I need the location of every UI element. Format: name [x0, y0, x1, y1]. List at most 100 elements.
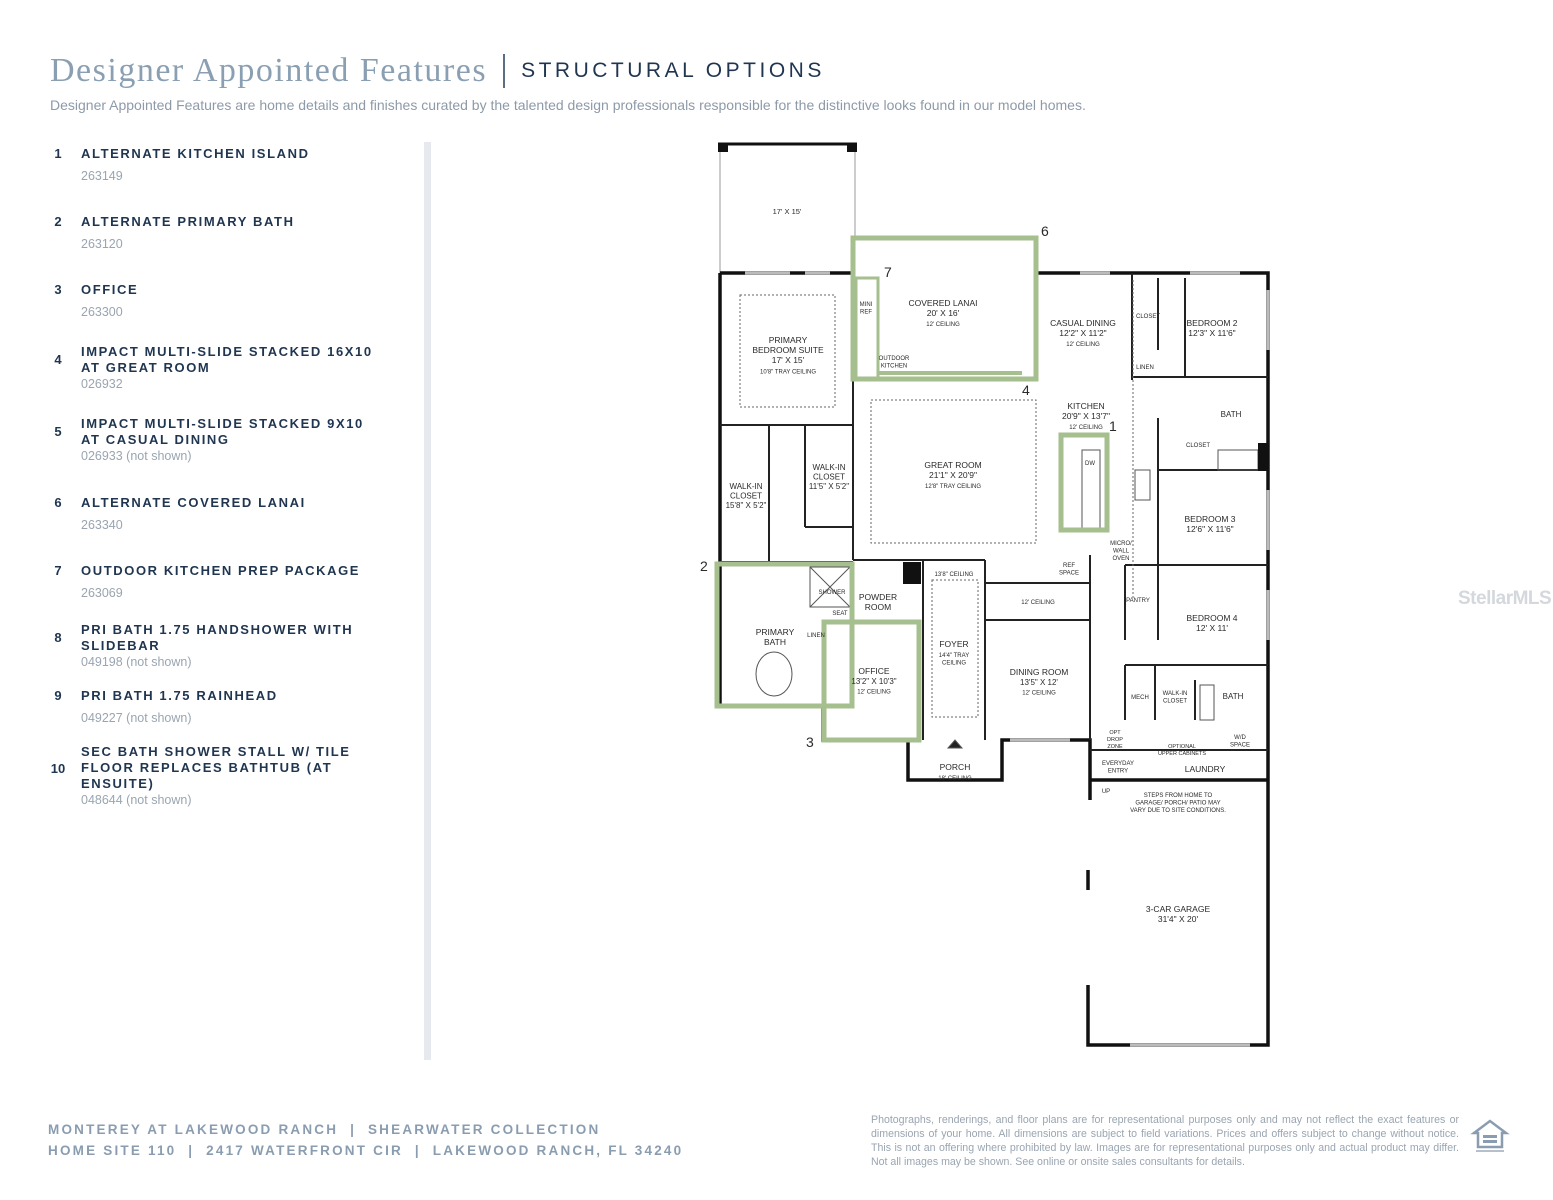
feature-title: FLOOR REPLACES BATHTUB (AT: [81, 760, 333, 775]
highlight-office: [821, 619, 922, 743]
casual-dining-label: 12'2" X 11'2": [1059, 328, 1106, 338]
bedroom4-label: BEDROOM 4: [1186, 613, 1237, 623]
kitchen-label: 20'9" X 13'7": [1062, 411, 1110, 421]
feature-code: 049198 (not shown): [81, 655, 192, 669]
marker-4: 4: [1022, 382, 1030, 398]
page-description: Designer Appointed Features are home det…: [50, 97, 1086, 113]
windows: [745, 271, 1270, 1047]
mini-ref-label: MINI: [860, 302, 873, 308]
feature-number: 2: [54, 214, 62, 229]
foyer-label: CEILING: [942, 661, 966, 667]
wd-space-label: SPACE: [1230, 743, 1250, 749]
feature-number: 8: [54, 630, 62, 645]
feature-title: ALTERNATE COVERED LANAI: [81, 495, 306, 510]
feature-title: ENSUITE): [81, 776, 155, 791]
wall-block: [1258, 443, 1268, 471]
highlight-primary-bath: [714, 561, 855, 709]
shower-label: SHOWER: [819, 590, 847, 596]
primary-bath-label: BATH: [764, 637, 786, 647]
section-title: STRUCTURAL OPTIONS: [521, 59, 825, 82]
opt-drop-zone-label: DROP: [1107, 737, 1123, 743]
bedroom3-label: 12'6" X 11'6": [1186, 524, 1233, 534]
walkin-closet-mid-label: CLOSET: [813, 473, 845, 482]
feature-code: 026932: [81, 377, 123, 391]
dw-label: DW: [1085, 461, 1095, 467]
primary-bath-label: PRIMARY: [756, 627, 795, 637]
mech-label: MECH: [1131, 695, 1149, 701]
feature-title: OFFICE: [81, 282, 139, 297]
feature-number: 1: [54, 146, 62, 161]
optional-upper-label: UPPER CABINETS: [1158, 751, 1206, 757]
feature-number: 7: [54, 563, 62, 578]
linen-label: LINEN: [1136, 365, 1154, 371]
walkin-closet-left-label: WALK-IN: [729, 482, 762, 491]
great-room-label: GREAT ROOM: [924, 460, 981, 470]
feature-title: ALTERNATE PRIMARY BATH: [81, 214, 295, 229]
foyer-label: FOYER: [939, 639, 968, 649]
walkin-small-label: WALK-IN: [1163, 691, 1188, 697]
feature-title: AT GREAT ROOM: [81, 360, 211, 375]
powder-room-label: POWDER: [859, 592, 897, 602]
optional-upper-label: OPTIONAL: [1168, 744, 1196, 750]
primary-suite-label: 17' X 15': [772, 355, 805, 365]
closet-label: CLOSET: [1186, 443, 1210, 449]
homesite-line: HOME SITE 110 | 2417 WATERFRONT CIR | LA…: [48, 1143, 684, 1158]
linen-label: LINEN: [807, 633, 825, 639]
walkin-closet-mid-label: 11'5" X 5'2": [809, 482, 849, 491]
bath-label: BATH: [1221, 410, 1242, 419]
walkin-closet-left-label: 15'8" X 5'2": [726, 501, 767, 510]
feature-title: IMPACT MULTI-SLIDE STACKED 9X10: [81, 416, 364, 431]
micro-wall-oven-label: OVEN: [1112, 556, 1129, 562]
pantry-label: PANTRY: [1126, 598, 1150, 604]
marker-7: 7: [884, 264, 892, 280]
patio-label: 17' X 15': [773, 207, 802, 216]
kitchen-label: KITCHEN: [1067, 401, 1104, 411]
office-label: 12' CEILING: [857, 690, 891, 696]
casual-dining-label: CASUAL DINING: [1050, 318, 1116, 328]
closet-label: CLOSET: [1136, 314, 1160, 320]
feature-number: 5: [54, 424, 62, 439]
marker-6: 6: [1041, 223, 1049, 239]
title-separator: [503, 54, 506, 88]
feature-code: 263069: [81, 586, 123, 600]
seat-label: SEAT: [832, 611, 848, 617]
bath-label: BATH: [1223, 692, 1244, 701]
tray-ceilings: [739, 280, 1134, 718]
feature-title: SLIDEBAR: [81, 638, 161, 653]
feature-code: 263300: [81, 305, 123, 319]
feature-number: 9: [54, 688, 62, 703]
feature-number: 6: [54, 495, 62, 510]
walkin-small-label: CLOSET: [1163, 699, 1187, 705]
bedroom2-label: BEDROOM 2: [1186, 318, 1237, 328]
garage-label: 3-CAR GARAGE: [1146, 904, 1211, 914]
steps-note-label: VARY DUE TO SITE CONDITIONS.: [1130, 808, 1226, 814]
laundry-label: LAUNDRY: [1185, 764, 1226, 774]
steps-note-label: STEPS FROM HOME TO: [1144, 793, 1213, 799]
feature-title: AT CASUAL DINING: [81, 432, 230, 447]
marker-1: 1: [1109, 418, 1117, 434]
feature-number: 10: [50, 761, 66, 776]
highlight-outdoor-kitchen: [854, 276, 880, 380]
mini-ref-label: REF: [860, 310, 872, 316]
highlight-covered-lanai: [850, 235, 1039, 382]
ref-space-label: REF: [1063, 563, 1075, 569]
wd-space-label: W/D: [1234, 735, 1246, 741]
powder-room-label: ROOM: [865, 602, 891, 612]
marker-2: 2: [700, 558, 708, 574]
bedroom4-label: 12' X 11': [1196, 623, 1228, 633]
option-highlights: [714, 235, 1110, 743]
community-line: MONTEREY AT LAKEWOOD RANCH | SHEARWATER …: [48, 1122, 601, 1137]
micro-wall-oven-label: MICRO/: [1110, 541, 1132, 547]
casual-dining-label: 12' CEILING: [1066, 342, 1100, 348]
everyday-entry-label: EVERYDAY: [1102, 761, 1134, 767]
disclaimer: Photographs, renderings, and floor plans…: [871, 1114, 1459, 1168]
